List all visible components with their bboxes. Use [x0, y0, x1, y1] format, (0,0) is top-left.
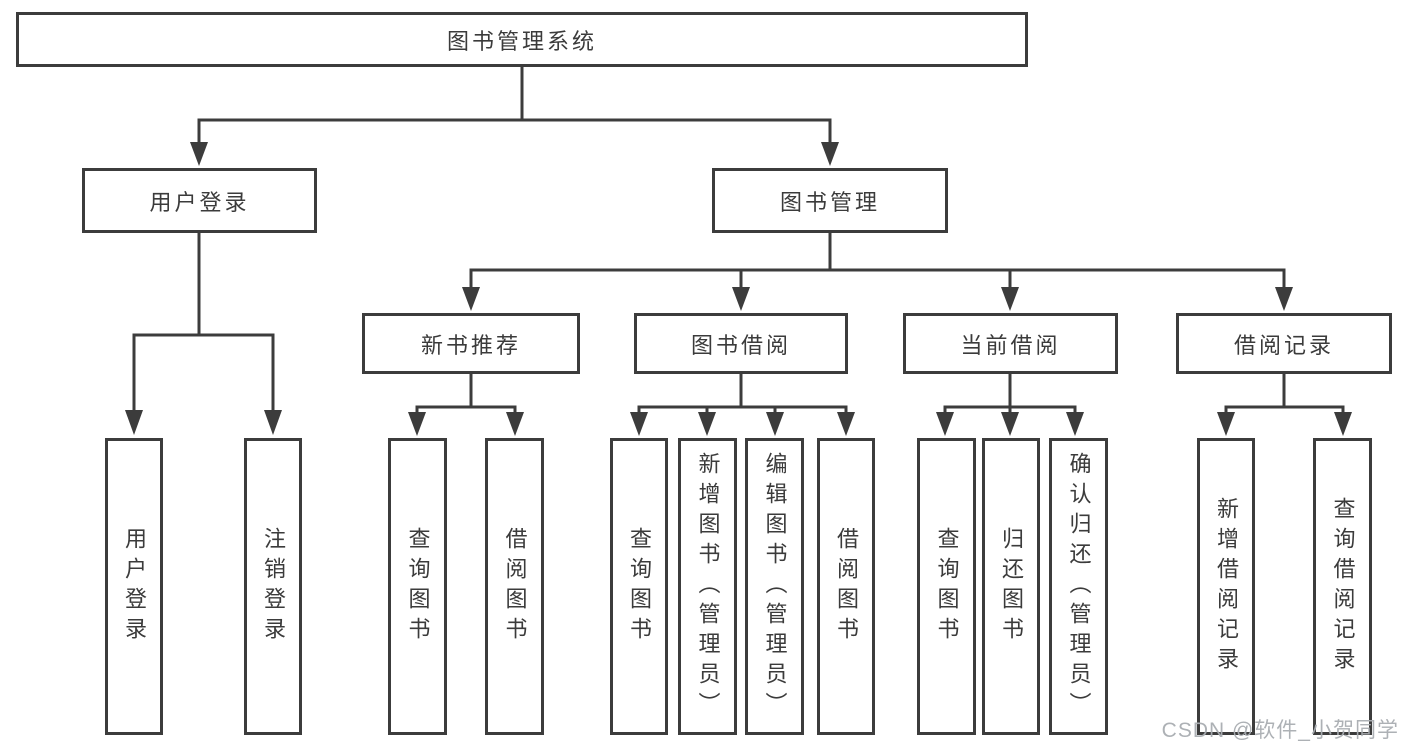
arrowhead — [1334, 412, 1352, 436]
arrowhead — [732, 287, 750, 311]
node-label: 新增图书（管理员） — [695, 451, 721, 722]
leaf-add-book-admin: 新增图书（管理员） — [678, 438, 737, 735]
connector-line — [415, 373, 517, 414]
leaf-query-book-recommend: 查询图书 — [388, 438, 447, 735]
arrowhead — [837, 412, 855, 436]
node-new-book-recommend: 新书推荐 — [362, 313, 580, 374]
connector-line — [637, 373, 848, 414]
leaf-query-borrow-record: 查询借阅记录 — [1313, 438, 1372, 735]
node-label: 当前借阅 — [960, 332, 1061, 358]
arrowhead — [766, 412, 784, 436]
connector-root-to-level2 — [190, 67, 839, 166]
connector-current-borrow-branch — [936, 373, 1084, 436]
arrowhead — [1275, 287, 1293, 311]
arrowhead — [408, 412, 426, 436]
arrowhead — [190, 142, 208, 166]
connector-new-book-branch — [408, 373, 524, 436]
node-label: 归还图书 — [999, 526, 1024, 647]
arrowhead — [630, 412, 648, 436]
arrowhead — [125, 410, 143, 435]
connector-line — [943, 373, 1077, 414]
connector-line — [1224, 373, 1345, 414]
node-label: 新书推荐 — [420, 332, 521, 358]
arrowhead — [698, 412, 716, 436]
node-label: 图书管理 — [779, 189, 880, 215]
arrowhead — [264, 410, 282, 435]
connector-book-management-branch — [462, 232, 1293, 311]
leaf-return-book: 归还图书 — [982, 438, 1040, 735]
arrowhead — [462, 287, 480, 311]
node-label: 编辑图书（管理员） — [762, 451, 788, 722]
node-label: 查询图书 — [627, 526, 652, 647]
arrowhead — [1217, 412, 1235, 436]
arrowhead — [1066, 412, 1084, 436]
node-label: 确认归还（管理员） — [1066, 451, 1092, 722]
connector-user-login-branch — [125, 232, 282, 435]
leaf-logout: 注销登录 — [244, 438, 302, 735]
node-user-login: 用户登录 — [82, 168, 317, 233]
node-library-management-system: 图书管理系统 — [16, 12, 1028, 67]
node-label: 新增借阅记录 — [1214, 496, 1239, 677]
node-label: 用户登录 — [149, 189, 250, 215]
node-current-borrow: 当前借阅 — [903, 313, 1118, 374]
node-label: 查询图书 — [405, 526, 431, 647]
connector-line — [469, 232, 1286, 290]
node-label: 借阅图书 — [502, 526, 528, 647]
node-label: 借阅记录 — [1233, 332, 1334, 358]
node-borrow-record: 借阅记录 — [1176, 313, 1392, 374]
node-label: 图书管理系统 — [446, 28, 597, 54]
arrowhead — [1001, 412, 1019, 436]
node-label: 用户登录 — [122, 526, 147, 647]
node-label: 查询借阅记录 — [1330, 496, 1356, 677]
connector-line — [197, 67, 832, 146]
leaf-borrow-book: 借阅图书 — [817, 438, 875, 735]
node-label: 查询图书 — [934, 526, 960, 647]
leaf-user-login: 用户登录 — [105, 438, 163, 735]
leaf-confirm-return-admin: 确认归还（管理员） — [1049, 438, 1108, 735]
node-book-management: 图书管理 — [712, 168, 948, 233]
node-book-borrow: 图书借阅 — [634, 313, 848, 374]
leaf-query-book-current: 查询图书 — [917, 438, 976, 735]
connector-book-borrow-branch — [630, 373, 855, 436]
leaf-add-borrow-record: 新增借阅记录 — [1197, 438, 1255, 735]
connector-line — [132, 232, 275, 414]
arrowhead — [821, 142, 839, 166]
arrowhead — [1001, 287, 1019, 311]
leaf-borrow-book-recommend: 借阅图书 — [485, 438, 544, 735]
leaf-edit-book-admin: 编辑图书（管理员） — [745, 438, 804, 735]
leaf-query-book: 查询图书 — [610, 438, 668, 735]
csdn-watermark: CSDN @软件_小贺同学 — [1161, 719, 1399, 742]
node-label: 注销登录 — [261, 526, 286, 647]
node-label: 图书借阅 — [690, 332, 791, 358]
connector-borrow-record-branch — [1217, 373, 1352, 436]
arrowhead — [936, 412, 954, 436]
node-label: 借阅图书 — [834, 526, 859, 647]
arrowhead — [506, 412, 524, 436]
